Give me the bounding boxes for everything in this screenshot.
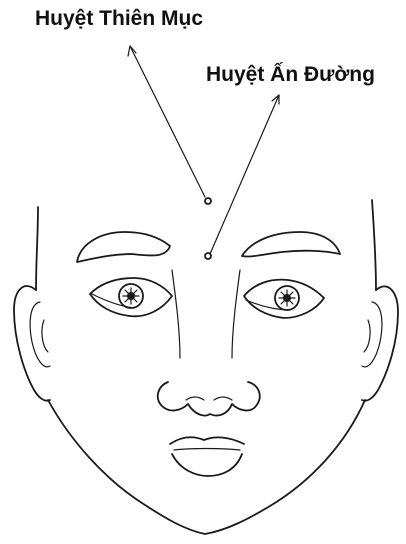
left-eyebrow bbox=[77, 232, 170, 262]
lower-lip bbox=[172, 454, 242, 476]
right-pupil-rays bbox=[279, 290, 295, 306]
label-an-duong: Huyệt Ấn Đường bbox=[206, 64, 375, 85]
an-duong-point bbox=[205, 253, 211, 259]
mouth-line bbox=[174, 449, 240, 451]
nose bbox=[158, 382, 260, 416]
nose-bridge bbox=[172, 270, 240, 358]
right-eyebrow bbox=[242, 232, 340, 257]
label-thien-muc: Huyệt Thiên Mục bbox=[35, 8, 203, 29]
left-ear-inner bbox=[30, 302, 50, 367]
upper-lip bbox=[170, 437, 244, 444]
jaw-outline bbox=[48, 400, 365, 534]
right-ear-inner bbox=[362, 302, 382, 367]
left-pupil-rays bbox=[123, 288, 139, 304]
nostrils bbox=[186, 397, 232, 400]
leader-line-thien-muc bbox=[128, 46, 205, 197]
leader-line-an-duong bbox=[210, 95, 279, 254]
thien-muc-point bbox=[205, 198, 211, 204]
